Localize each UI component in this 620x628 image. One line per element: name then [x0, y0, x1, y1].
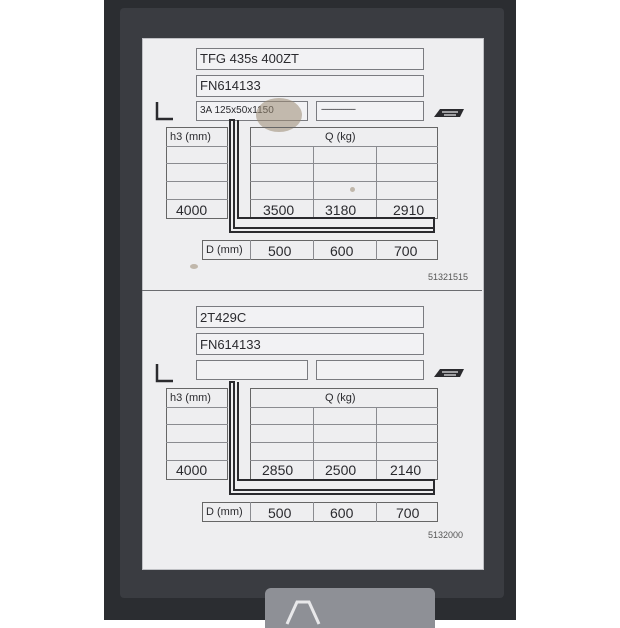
model-text: 2T429C	[200, 310, 247, 325]
q-value-2: 3180	[325, 202, 357, 218]
model-field: TFG 435s 400ZT	[196, 48, 424, 70]
grid-line	[166, 442, 228, 443]
grid-line	[250, 146, 438, 147]
d-row	[202, 502, 438, 522]
fork-spec-field	[196, 360, 308, 380]
grid-line	[166, 424, 228, 425]
h3-label: h3 (mm)	[170, 392, 211, 404]
extra-field: -----------------	[316, 101, 424, 121]
plate-divider	[142, 290, 482, 291]
grid-line	[166, 163, 228, 164]
grid-line	[166, 407, 228, 408]
grid-line	[313, 502, 314, 522]
plate-id: 51321515	[428, 272, 469, 282]
h3-table	[166, 388, 228, 480]
fork-spec-text: 3A 125x50x1150	[200, 105, 274, 116]
grid-line	[250, 442, 438, 443]
serial-text: FN614133	[200, 337, 261, 352]
logo-tab	[265, 588, 435, 628]
d-label: D (mm)	[206, 244, 243, 256]
grid-line	[376, 146, 377, 219]
grid-line	[376, 240, 377, 260]
d-value-1: 500	[268, 243, 292, 259]
corner-bracket-icon	[155, 364, 173, 383]
grid-line	[250, 407, 438, 408]
grid-line	[250, 424, 438, 425]
corner-bracket-icon	[155, 102, 173, 121]
plate-id: 5132000	[428, 530, 464, 540]
dirt-spot	[350, 187, 355, 192]
grid-line	[250, 163, 438, 164]
d-value-1: 500	[268, 505, 292, 521]
q-value-3: 2140	[390, 462, 422, 478]
serial-text: FN614133	[200, 78, 261, 93]
dirt-spot	[190, 264, 198, 269]
grid-line	[313, 407, 314, 480]
d-row	[202, 240, 438, 260]
q-value-1: 3500	[263, 202, 295, 218]
serial-field: FN614133	[196, 333, 424, 355]
serial-field: FN614133	[196, 75, 424, 97]
fork-arm-icon	[229, 381, 435, 495]
grid-line	[250, 460, 438, 461]
q-label: Q (kg)	[325, 392, 356, 404]
q-value-2: 2500	[325, 462, 357, 478]
model-text: TFG 435s 400ZT	[200, 51, 299, 66]
grid-line	[166, 460, 228, 461]
q-label: Q (kg)	[325, 131, 356, 143]
model-field: 2T429C	[196, 306, 424, 328]
extra-dashes: -----------------	[321, 104, 356, 114]
h3-table	[166, 127, 228, 219]
grid-line	[250, 240, 251, 260]
grid-line	[376, 407, 377, 480]
wear-stain	[256, 98, 302, 132]
q-value-1: 2850	[262, 462, 294, 478]
grid-line	[313, 146, 314, 219]
d-value-2: 600	[330, 505, 354, 521]
d-label: D (mm)	[206, 506, 243, 518]
load-direction-icon	[434, 109, 464, 117]
d-value-2: 600	[330, 243, 354, 259]
h3-value: 4000	[176, 462, 208, 478]
grid-line	[250, 502, 251, 522]
grid-line	[250, 181, 438, 182]
grid-line	[376, 502, 377, 522]
d-value-3: 700	[394, 243, 418, 259]
grid-line	[166, 199, 228, 200]
grid-line	[250, 199, 438, 200]
grid-line	[166, 181, 228, 182]
grid-line	[313, 240, 314, 260]
brand-logo-icon	[285, 600, 321, 625]
extra-field	[316, 360, 424, 380]
capacity-plate	[142, 38, 484, 570]
d-value-3: 700	[396, 505, 420, 521]
load-direction-icon	[434, 369, 464, 377]
q-value-3: 2910	[393, 202, 425, 218]
grid-line	[166, 146, 228, 147]
h3-label: h3 (mm)	[170, 131, 211, 143]
h3-value: 4000	[176, 202, 208, 218]
fork-arm-icon	[229, 119, 435, 233]
